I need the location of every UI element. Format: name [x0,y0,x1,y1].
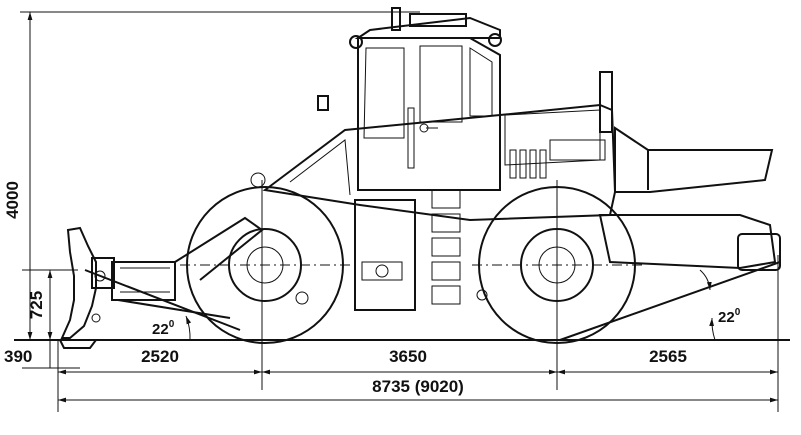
tractor-body [262,7,781,311]
height-label: 4000 [3,181,22,219]
front-mirror [317,95,329,111]
exhaust-stack [599,71,613,133]
blade-lower-pivot [91,313,101,323]
cab-door-window [419,45,463,123]
front-overhang-label: 2520 [141,347,179,366]
rear-angle-arc [709,317,716,341]
roof-hvac [409,13,467,27]
cab-front-window [363,47,405,139]
front-angle-arc [185,315,192,341]
lift-cylinder [174,216,264,281]
roof-beacon [391,7,401,31]
rear-overhang-label: 2565 [649,347,687,366]
lift-cylinder-top-pin [250,172,266,188]
rear-hood [614,126,774,193]
rear-angle-label: 220 [718,307,741,326]
rear-deck-box [504,109,601,166]
dozer-blade [60,226,97,339]
cab-rear-window [469,47,493,117]
overall-length-label: 8735 (9020) [372,377,464,396]
cab [357,37,501,191]
cab-door-handle [407,107,415,169]
front-wheel [180,186,350,344]
push-frame [111,261,176,301]
front-angle-label: 220 [152,319,175,338]
drive-gear-hub [375,264,389,278]
rear-slope-line [559,261,781,341]
drive-gear [361,261,403,281]
side-steps [431,189,461,305]
push-frame-struts [120,267,170,293]
clearance-label: 390 [4,347,32,366]
rear-departure-angle [559,261,781,341]
lower-push-arm [117,299,231,319]
articulation-joint [354,199,416,311]
rear-work-light [488,33,502,47]
dimension-lines [14,11,790,412]
dimension-labels: 4000 725 390 2520 3650 2565 8735 (9020) … [3,181,741,396]
blade-mount [91,257,115,289]
pivot-pin [476,289,488,301]
blade-cutting-edge [58,339,98,349]
blade-height-label: 725 [27,291,46,319]
rear-bumper [737,233,781,271]
rear-step [549,139,606,161]
front-work-light [349,35,363,49]
cab-roof [354,16,501,39]
wheelbase-label: 3650 [389,347,427,366]
front-blade-assembly [58,172,309,349]
rear-wheel [472,186,642,344]
rear-slope-arc [699,269,712,291]
lower-arm-pin [295,291,309,305]
door-lock [419,123,429,133]
rear-counterweight [598,214,777,270]
blade-pivot [94,270,106,282]
front-cowl [289,139,351,196]
